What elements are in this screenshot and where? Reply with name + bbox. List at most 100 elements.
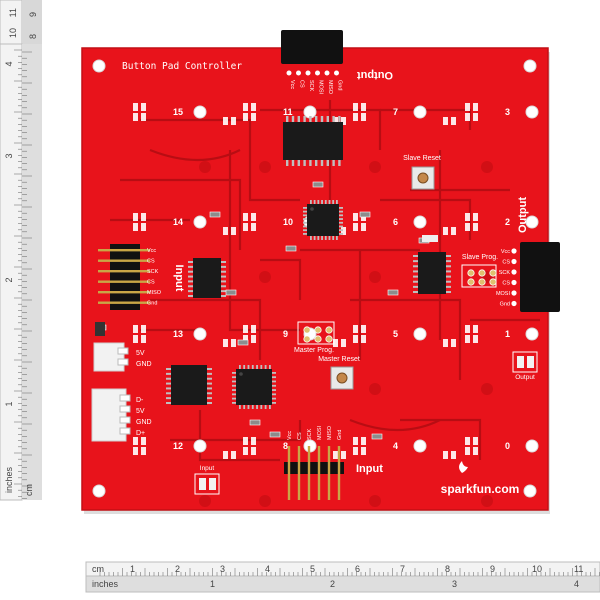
button-number: 3 — [505, 107, 510, 117]
top-pin-label: CS — [299, 80, 305, 88]
bottom-pin-label: SCK — [307, 428, 313, 440]
ruler-cm-11: 11 — [8, 8, 18, 17]
ruler-inches-label: inches — [4, 466, 14, 493]
input-jumper: Input — [194, 465, 220, 495]
ruler-bottom-cm-4: 4 — [265, 564, 270, 574]
bottom-pin-label: MISO — [327, 425, 333, 440]
ruler-bottom-cm-7: 7 — [400, 564, 405, 574]
chip-microcontroller-slave — [307, 204, 339, 236]
right-pin-label: Vcc — [501, 249, 510, 255]
mounting-holes — [92, 59, 537, 498]
left-pin-label: CS — [147, 259, 155, 265]
right-pin-label: SCK — [499, 270, 511, 276]
top-output-label: Output — [357, 69, 393, 81]
ruler-bottom-cm-5: 5 — [310, 564, 315, 574]
button-pad-1: 1 — [465, 325, 568, 395]
slave-prog-header: Slave Prog. — [461, 254, 498, 288]
board-title: Button Pad Controller — [122, 61, 242, 72]
slave-reset-switch: Slave Reset — [403, 155, 441, 190]
ruler-bottom-cm-11: 11 — [574, 564, 583, 574]
small-output-label: Output — [515, 374, 535, 381]
chip-driver-left — [193, 258, 221, 298]
brand-text: sparkfun.com — [441, 482, 520, 496]
slave-prog-label: Slave Prog. — [462, 254, 498, 261]
ruler-cm-8: 8 — [28, 34, 38, 39]
chip-usb-interface — [171, 365, 207, 405]
ruler-bottom-cm-3: 3 — [220, 564, 225, 574]
button-number: 14 — [173, 217, 183, 227]
ruler-bottom: cm 1 2 3 4 5 6 7 8 9 10 11 inches 1 2 3 … — [85, 561, 600, 593]
left-pin-label: Gnd — [147, 301, 157, 307]
usb-label-gnd: GND — [136, 419, 152, 426]
bottom-pin-label: MOSI — [317, 425, 323, 440]
button-number: 11 — [283, 107, 293, 117]
ruler-bottom-cm-6: 6 — [355, 564, 360, 574]
small-components — [95, 181, 438, 440]
chip-shift-register-top — [283, 122, 343, 160]
usb-label-5v: 5V — [136, 408, 145, 415]
left-pin-label: MISO — [147, 290, 162, 296]
chip-driver-right — [418, 252, 446, 294]
button-number: 5 — [393, 329, 398, 339]
ruler-cm-9: 9 — [28, 12, 38, 17]
button-pad-8: 8 — [243, 437, 346, 507]
top-pin-label: MOSI — [318, 80, 324, 95]
master-reset-switch: Master Reset — [318, 356, 360, 390]
power-connector: 5V GND — [93, 342, 152, 372]
left-input-label: Input — [173, 265, 185, 292]
ruler-inch-2: 2 — [4, 277, 14, 282]
chips — [166, 116, 451, 409]
bottom-pin-label: CS — [297, 432, 303, 440]
button-number: 10 — [283, 217, 293, 227]
usb-label-dplus: D+ — [136, 430, 145, 437]
master-reset-label: Master Reset — [318, 356, 360, 363]
button-pad-5: 5 — [353, 325, 456, 395]
button-pad-11: 11 — [243, 103, 346, 173]
ruler-bottom-inch-3: 3 — [452, 579, 457, 589]
right-output-label: Output — [517, 197, 529, 233]
right-pin-label: CS — [502, 260, 510, 266]
master-prog-header: Master Prog. — [294, 321, 335, 354]
usb-label-dminus: D- — [136, 397, 144, 404]
ruler-bottom-inches-label: inches — [92, 579, 119, 589]
sparkfun-logo: sparkfun.com — [441, 461, 520, 496]
ruler-bottom-cm-2: 2 — [175, 564, 180, 574]
button-number: 12 — [173, 441, 183, 451]
ruler-inch-4: 4 — [4, 61, 14, 66]
ruler-top-left: 11 10 9 8 — [0, 0, 42, 45]
top-pin-label: Vcc — [289, 80, 295, 89]
right-pin-label: MOSI — [496, 291, 511, 297]
ruler-inch-1: 1 — [4, 401, 14, 406]
button-pad-4: 4 — [353, 437, 456, 507]
ruler-bottom-inch-2: 2 — [330, 579, 335, 589]
left-pin-label: Vcc — [147, 248, 156, 254]
small-input-label: Input — [200, 465, 215, 472]
ruler-inch-3: 3 — [4, 153, 14, 158]
ruler-cm-label: cm — [24, 484, 34, 496]
power-label-gnd: GND — [136, 361, 152, 368]
button-number: 1 — [505, 329, 510, 339]
chip-microcontroller-master — [236, 369, 272, 405]
left-pin-label: CS — [147, 280, 155, 286]
master-prog-label: Master Prog. — [294, 347, 334, 354]
button-number: 2 — [505, 217, 510, 227]
pcb-traces — [110, 100, 540, 462]
button-number: 4 — [393, 441, 398, 451]
ruler-bottom-cm-1: 1 — [130, 564, 135, 574]
button-pad-7: 7 — [353, 103, 456, 173]
button-number: 9 — [283, 329, 288, 339]
ruler-bottom-inch-1: 1 — [210, 579, 215, 589]
ruler-cm-10: 10 — [8, 28, 18, 38]
button-number: 13 — [173, 329, 183, 339]
ruler-bottom-cm-8: 8 — [445, 564, 450, 574]
bottom-pin-label: Gnd — [337, 430, 343, 440]
button-pad-12: 12 — [133, 437, 236, 507]
ruler-bottom-cm-10: 10 — [532, 564, 542, 574]
usb-connector: D- 5V GND D+ — [91, 388, 152, 442]
power-label-5v: 5V — [136, 350, 145, 357]
